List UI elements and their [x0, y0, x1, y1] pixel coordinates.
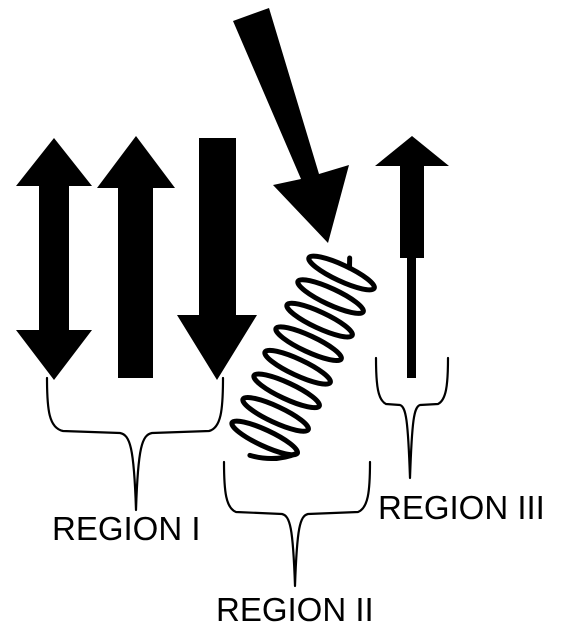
region-1-brace: [45, 376, 225, 512]
diagonal-arrow: [233, 8, 349, 243]
region-3-brace: [374, 356, 450, 480]
up-arrow: [97, 136, 175, 378]
region-2-brace: [222, 460, 372, 588]
double-headed-arrow: [16, 138, 92, 380]
down-arrow: [177, 138, 257, 380]
coil-spring: [229, 253, 377, 461]
region-1-label: REGION I: [52, 510, 201, 547]
thin-up-arrow: [375, 136, 449, 378]
region-2-label: REGION II: [216, 591, 374, 628]
region-3-label: REGION III: [378, 489, 545, 526]
